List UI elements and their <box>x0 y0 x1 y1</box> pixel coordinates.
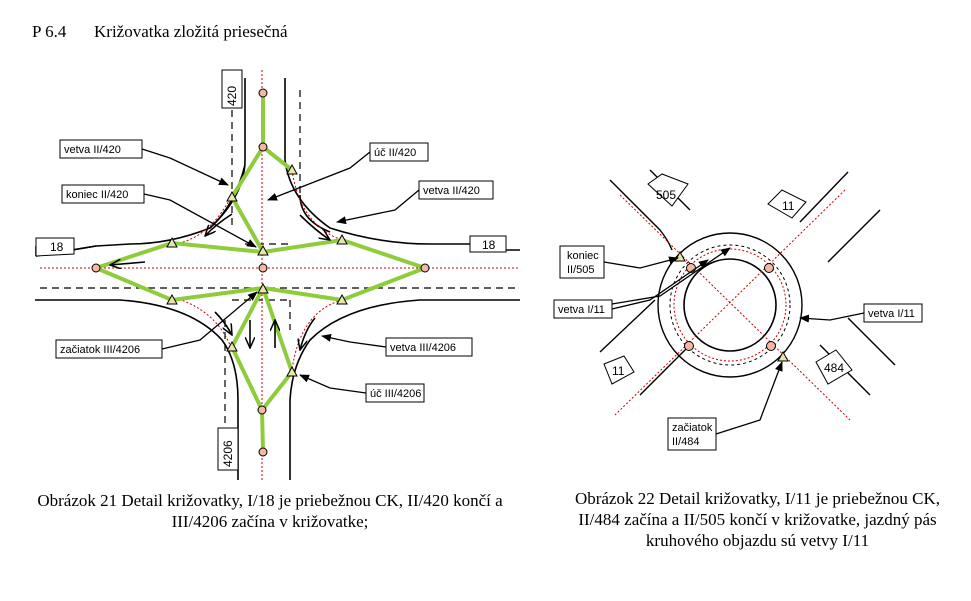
figure-21-caption: Obrázok 21 Detail križovatky, I/18 je pr… <box>37 491 503 531</box>
road-4206-label: 4206 <box>221 440 235 467</box>
callout-leaders-fig2 <box>603 247 865 435</box>
dashed-lane-lines <box>40 90 520 470</box>
road-11-top-box <box>767 189 807 219</box>
figure-crossroad: 420 4206 18 18 vetva I <box>35 69 520 480</box>
triangle-markers <box>166 163 348 377</box>
heading-number: P 6.4 <box>32 22 67 41</box>
outer-ring <box>657 232 803 378</box>
road-edges <box>35 78 520 480</box>
road-420-label: 420 <box>225 86 239 106</box>
callout-koniec-505-line1: koniec <box>567 250 599 262</box>
callout-zaciatok-4206: začiatok III/4206 <box>60 344 140 356</box>
traffic-arrows <box>110 213 330 350</box>
road-18-left-label: 18 <box>50 240 64 254</box>
callout-zaciatok-484-line2: II/484 <box>672 436 700 448</box>
callout-vetva-4206: vetva III/4206 <box>390 342 456 354</box>
node-circles <box>91 88 430 457</box>
central-island <box>683 258 777 352</box>
callout-box <box>667 417 717 451</box>
callout-koniec-505-line2: II/505 <box>567 264 595 276</box>
callout-texts-fig2: koniec II/505 vetva I/11 vetva I/11 zači… <box>558 250 915 448</box>
callout-koniec-420: koniec II/420 <box>66 189 128 201</box>
heading-title: Križovatka zložitá priesečná <box>94 22 288 41</box>
callout-vetva-420-right: vetva II/420 <box>423 185 480 197</box>
callouts-fig2 <box>553 245 923 451</box>
callout-vetva-11-right: vetva I/11 <box>868 308 915 320</box>
roundabout-approaches <box>599 169 896 396</box>
road-505-box <box>647 173 689 207</box>
road-11-bottom-box <box>603 355 635 385</box>
road-484-box <box>815 349 853 385</box>
callout-uc-4206: úč III/4206 <box>370 388 421 400</box>
callout-texts-fig1: vetva II/420 koniec II/420 úč II/420 vet… <box>60 144 480 400</box>
road-18-left-box <box>35 237 75 257</box>
callouts-fig1 <box>55 139 494 403</box>
callout-leaders-fig1 <box>141 148 420 394</box>
callout-zaciatok-484-line1: začiatok <box>672 422 713 434</box>
road-number-labels: 420 4206 18 18 <box>35 69 507 471</box>
roundabout-nodes <box>684 263 776 351</box>
roundabout-road-labels <box>603 173 853 385</box>
road-18-right-label: 18 <box>482 238 496 252</box>
roundabout-axes <box>614 189 851 421</box>
outer-dashed-ring <box>669 244 791 366</box>
figure-22-caption: Obrázok 22 Detail križovatky, I/11 je pr… <box>574 489 941 550</box>
callout-uc-420: úč II/420 <box>374 147 416 159</box>
callout-vetva-11-left: vetva I/11 <box>558 304 605 316</box>
figure-roundabout: 505 11 11 484 koniec II/505 vetva I/11 v… <box>553 169 923 451</box>
road-484-label: 484 <box>824 361 844 375</box>
road-420-box <box>221 69 243 109</box>
road-11-top-label: 11 <box>782 199 795 213</box>
road-505-label: 505 <box>656 188 676 202</box>
road-18-right-box <box>469 235 507 253</box>
callout-vetva-420-left: vetva II/420 <box>64 144 121 156</box>
road-4206-box <box>217 427 239 471</box>
road-11-bottom-label: 11 <box>612 364 625 378</box>
ring-axis <box>673 248 787 362</box>
page-heading: P 6.4 Križovatka zložitá priesečná <box>32 22 288 42</box>
